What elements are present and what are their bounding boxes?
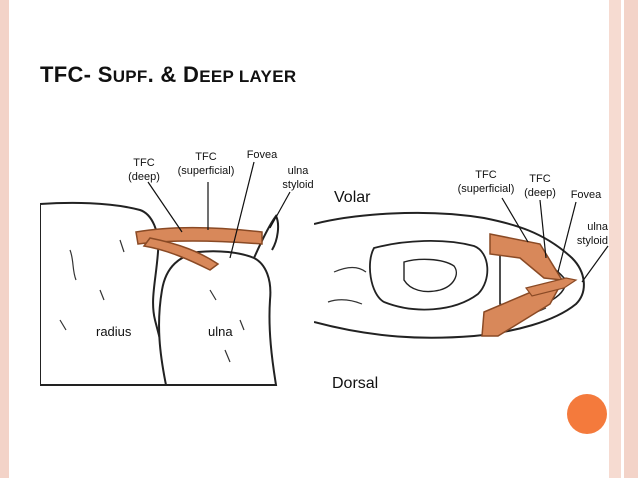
label-tfc-superficial-2: (superficial) (178, 165, 235, 177)
label-dorsal: Dorsal (332, 375, 378, 392)
slide-border-left (0, 0, 9, 478)
tfc-deep-band (142, 237, 220, 271)
accent-circle (567, 394, 607, 434)
right-wrist-diagram: Volar Dorsal TFC (superficial) TFC (deep… (314, 169, 609, 392)
label-tfc-superficial-1: TFC (195, 151, 216, 163)
tfc-deep-right (524, 277, 578, 297)
label-right-ulna-styloid-2: styloid (577, 235, 608, 247)
label-right-tfc-superficial-2: (superficial) (458, 183, 515, 195)
label-tfc-deep-2: (deep) (128, 171, 160, 183)
label-right-tfc-superficial-1: TFC (475, 169, 496, 181)
label-ulna-styloid-1: ulna (288, 165, 310, 177)
label-right-ulna-styloid-1: ulna (587, 221, 609, 233)
label-fovea: Fovea (247, 149, 278, 161)
label-volar: Volar (334, 189, 371, 206)
slide-border-right (609, 0, 621, 478)
label-radius: radius (96, 324, 132, 339)
label-tfc-deep-1: TFC (133, 157, 154, 169)
slide-title: TFC- SUPF. & DEEP LAYER (40, 62, 297, 87)
slide-border-right-outer (624, 0, 638, 478)
label-ulna: ulna (208, 324, 233, 339)
label-right-tfc-deep-2: (deep) (524, 187, 556, 199)
label-ulna-styloid-2: styloid (282, 179, 313, 191)
label-right-tfc-deep-1: TFC (529, 173, 550, 185)
tfc-superficial-dorsal (489, 233, 564, 281)
right-inner-bone (369, 240, 489, 311)
ulna-bone (158, 250, 278, 386)
left-wrist-diagram: TFC (deep) TFC (superficial) Fovea ulna … (40, 149, 314, 386)
label-right-fovea: Fovea (571, 189, 602, 201)
